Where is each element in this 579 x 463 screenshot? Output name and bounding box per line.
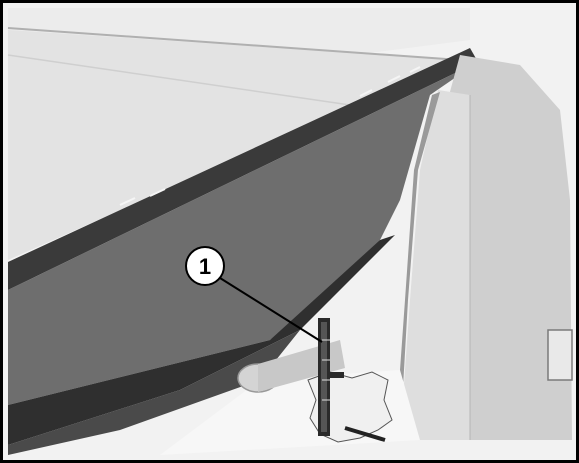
hopper-front-edge <box>8 48 478 290</box>
callout-1: 1 <box>185 246 225 286</box>
hopper-interior-floor <box>8 30 460 260</box>
callout-circle-icon <box>185 246 225 286</box>
end-panel-front <box>400 90 470 440</box>
hopper-mid-line <box>7 54 351 106</box>
hopper-front-wall <box>8 62 478 405</box>
callout-label: 1 <box>199 254 211 279</box>
end-panel-notch <box>547 329 573 381</box>
scale-indicator-icon <box>318 318 386 442</box>
callout-leader-line <box>219 277 323 343</box>
hopper-far-rim <box>7 27 461 61</box>
hopper-lower-shadow <box>8 235 395 445</box>
hopper-bottom <box>8 330 300 455</box>
rim-dashes <box>119 66 421 206</box>
